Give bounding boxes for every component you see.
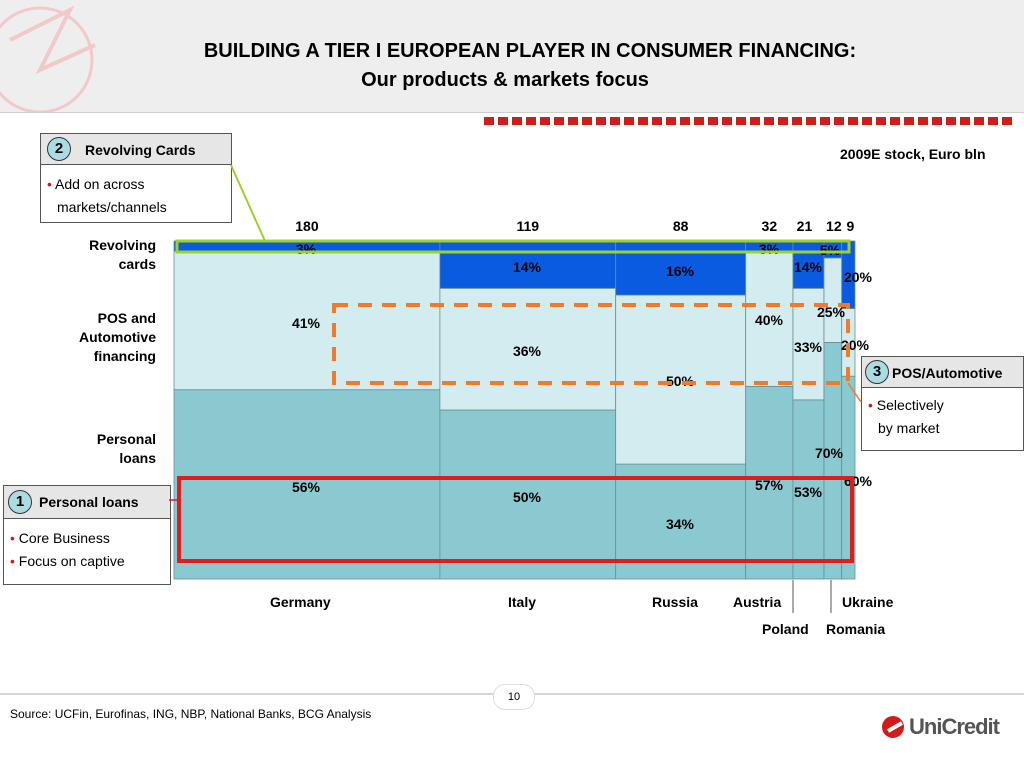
callout-bullet: • Core Business — [10, 530, 110, 546]
bar-segment-pos — [173, 250, 441, 391]
callout-number-badge: 3 — [865, 360, 889, 384]
column-total-label: 12 — [826, 218, 842, 234]
country-label-italy: Italy — [508, 594, 537, 610]
data-label-revolving: 14% — [513, 259, 542, 275]
callout-bullet: • Add on across — [47, 176, 145, 192]
highlight-pos-automotive — [332, 303, 850, 385]
data-label-revolving: 16% — [666, 263, 695, 279]
slide-title: BUILDING A TIER I EUROPEAN PLAYER IN CON… — [203, 40, 857, 62]
data-label-personal: 57% — [755, 477, 784, 493]
country-label-russia: Russia — [652, 594, 698, 610]
bar-segment-personal — [745, 385, 794, 580]
data-label-pos: 41% — [292, 315, 321, 331]
slide-header: BUILDING A TIER I EUROPEAN PLAYER IN CON… — [0, 0, 1024, 113]
callout-personal-loans: 1 Personal loans • Core Business • Focus… — [3, 485, 171, 585]
callout-title: POS/Automotive — [892, 365, 1003, 381]
bar-segment-revolving — [439, 240, 617, 289]
unicredit-logo: UniCredit — [882, 712, 1002, 742]
country-label-romania: Romania — [826, 621, 886, 637]
country-label-poland: Poland — [762, 621, 809, 637]
data-label-revolving: 5% — [820, 242, 841, 258]
data-label-personal: 70% — [815, 445, 844, 461]
column-total-label: 9 — [846, 218, 854, 234]
country-label-ukraine: Ukraine — [842, 594, 894, 610]
callout-number-badge: 1 — [8, 490, 32, 514]
unicredit-logo-icon — [882, 716, 904, 738]
callout-bullet-cont: markets/channels — [57, 199, 167, 215]
connector-pos — [847, 382, 862, 403]
unit-note: 2009E stock, Euro bln — [840, 146, 986, 162]
callout-bullet-cont: by market — [878, 420, 940, 436]
column-total-label: 180 — [295, 218, 319, 234]
slide-subtitle: Our products & markets focus — [361, 69, 649, 91]
source-note: Source: UCFin, Eurofinas, ING, NBP, Nati… — [10, 707, 372, 721]
bar-segment-personal — [439, 409, 617, 580]
data-label-pos: 20% — [841, 337, 870, 353]
unicredit-watermark-icon — [0, 5, 96, 112]
data-label-pos: 33% — [794, 339, 823, 355]
bar-segment-pos — [823, 257, 843, 343]
data-label-personal: 34% — [666, 516, 695, 532]
bar-segment-pos — [745, 250, 794, 387]
callout-pos-automotive: 3 POS/Automotive • Selectively by market — [861, 356, 1024, 451]
data-label-pos: 25% — [817, 304, 846, 320]
data-label-personal: 56% — [292, 479, 321, 495]
bar-segment-revolving — [792, 240, 825, 289]
connector-revolving — [230, 164, 266, 242]
brand-name: UniCredit — [909, 714, 1000, 739]
highlight-personal-loans — [177, 476, 854, 563]
callout-bullet: • Focus on captive — [10, 553, 125, 569]
column-total-label: 32 — [762, 218, 778, 234]
column-total-label: 21 — [797, 218, 813, 234]
callout-bullet: • Selectively — [868, 397, 944, 413]
data-label-personal: 50% — [513, 489, 542, 505]
data-label-revolving: 3% — [759, 241, 780, 257]
bar-segment-pos — [439, 287, 617, 411]
column-total-label: 88 — [673, 218, 689, 234]
data-label-revolving: 3% — [296, 241, 317, 257]
country-label-germany: Germany — [270, 594, 331, 610]
page-number: 10 — [493, 684, 535, 710]
header-red-dashes — [484, 112, 1024, 125]
column-total-label: 119 — [516, 218, 539, 234]
bar-segment-personal — [173, 389, 441, 580]
country-label-austria: Austria — [733, 594, 782, 610]
data-label-personal: 53% — [794, 484, 823, 500]
data-label-pos: 40% — [755, 312, 784, 328]
highlight-revolving-cards — [175, 239, 851, 254]
data-label-pos: 36% — [513, 343, 542, 359]
data-label-revolving: 20% — [844, 269, 873, 285]
callout-revolving-cards: 2 Revolving Cards • Add on across market… — [40, 133, 232, 223]
data-label-personal: 60% — [844, 473, 873, 489]
callout-title: Personal loans — [39, 494, 139, 510]
callout-number-badge: 2 — [47, 137, 71, 161]
data-label-revolving: 14% — [794, 259, 823, 275]
callout-title: Revolving Cards — [85, 142, 196, 158]
